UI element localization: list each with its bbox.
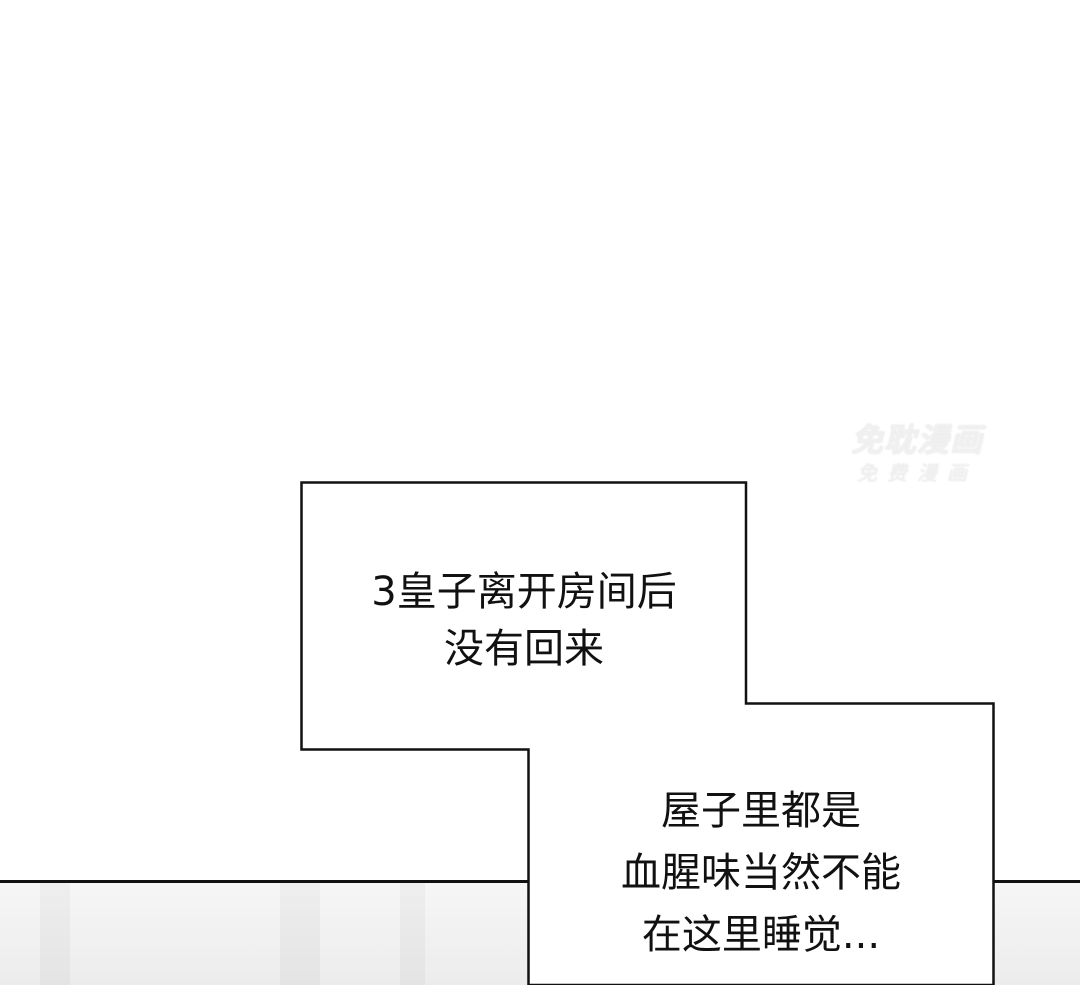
caption-2-line: 血腥味当然不能 (621, 850, 901, 896)
watermark-subtitle: 免费漫画 (857, 461, 977, 485)
caption-1-line: 没有回来 (444, 626, 604, 672)
watermark: 免耽漫画 免费漫画 (832, 420, 1002, 486)
watermark-title: 免耽漫画 (850, 421, 983, 459)
caption-2-line: 在这里睡觉... (641, 912, 881, 958)
caption-1-line: 3皇子离开房间后 (371, 569, 677, 615)
caption-2-line: 屋子里都是 (661, 788, 861, 834)
caption-2: 屋子里都是 血腥味当然不能 在这里睡觉... (528, 780, 994, 966)
caption-1: 3皇子离开房间后 没有回来 (302, 564, 746, 678)
caption-box-outline (300, 481, 995, 985)
